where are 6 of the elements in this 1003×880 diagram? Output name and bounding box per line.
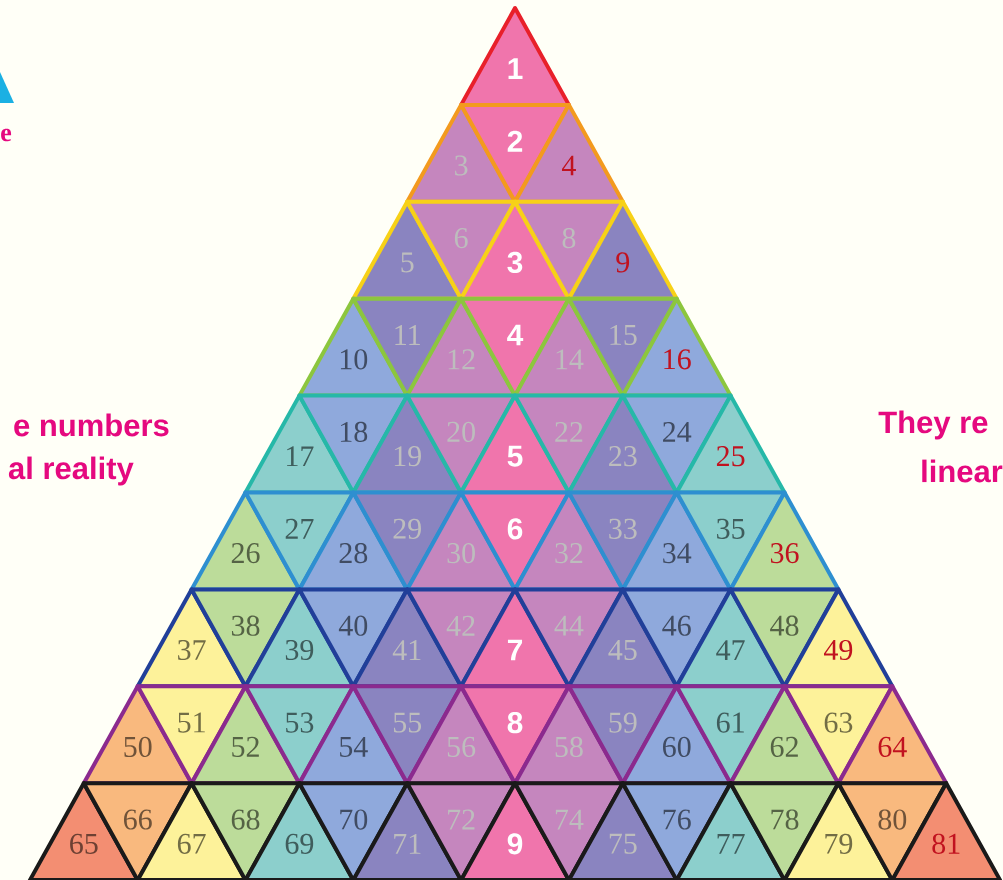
side-text: linear — [922, 459, 1003, 483]
side-text: e numbers — [14, 413, 169, 437]
triangle-cell: 1 — [459, 6, 571, 107]
side-text: al reality — [8, 456, 134, 486]
side-text: They re — [878, 410, 988, 440]
side-text: e — [1, 128, 12, 142]
